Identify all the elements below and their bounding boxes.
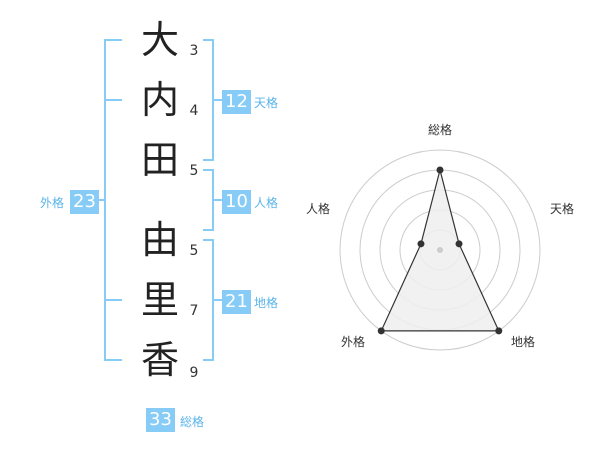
radar-label-jinkaku: 人格	[306, 202, 331, 216]
name-char-6: 香	[140, 338, 179, 382]
chikaku-label: 地格	[254, 296, 279, 310]
radar-label-soukaku: 総格	[428, 123, 453, 137]
jinkaku-label: 人格	[254, 196, 279, 210]
gaikaku-value: 23	[70, 190, 99, 214]
radar-label-chikaku: 地格	[511, 335, 536, 349]
radar-point-2	[455, 240, 463, 248]
stroke-count-2: 4	[189, 103, 199, 119]
radar-grid-ring-5	[339, 149, 541, 351]
stroke-count-1: 3	[189, 43, 199, 59]
radar-point-5	[417, 240, 425, 248]
radar-label-gaikaku: 外格	[341, 335, 366, 349]
radar-point-4	[377, 327, 385, 335]
chikaku-value: 21	[222, 290, 251, 314]
stroke-count-5: 7	[189, 303, 199, 319]
tenkaku-value: 12	[222, 90, 251, 114]
radar-point-3	[495, 327, 503, 335]
radar-center-dot	[437, 247, 443, 253]
radar-label-tenkaku: 天格	[550, 202, 575, 216]
name-char-1: 大	[140, 18, 179, 62]
name-char-2: 内	[140, 78, 179, 122]
name-char-5: 里	[140, 278, 179, 322]
radar-point-1	[436, 166, 444, 174]
tenkaku-label: 天格	[254, 96, 279, 110]
stroke-count-4: 5	[189, 243, 199, 259]
soukaku-label: 総格	[180, 415, 205, 429]
soukaku-value: 33	[146, 408, 175, 432]
stroke-count-3: 5	[189, 163, 199, 179]
name-char-4: 由	[140, 218, 179, 262]
jinkaku-value: 10	[222, 190, 251, 214]
gaikaku-label: 外格	[40, 196, 65, 210]
name-char-3: 田	[140, 138, 179, 182]
stroke-count-6: 9	[189, 365, 199, 381]
